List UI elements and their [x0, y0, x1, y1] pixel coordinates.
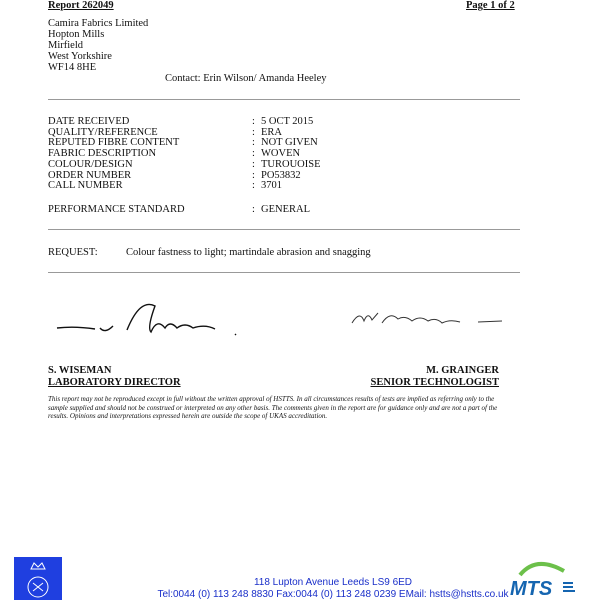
disclaimer: This report may not be reproduced except… [48, 395, 498, 421]
page-indicator: Page 1 of 2 [466, 0, 515, 11]
performance-standard: PERFORMANCE STANDARD : GENERAL [48, 204, 448, 215]
signature-grainger [351, 312, 503, 324]
address-line: Hopton Mills [48, 29, 105, 40]
divider [48, 99, 520, 100]
field-label: FABRIC DESCRIPTION [48, 148, 157, 160]
field-label: ORDER NUMBER [48, 169, 132, 181]
field-row: COLOUR/DESIGN: TUROUOISE [48, 159, 448, 170]
contact: Contact: Erin Wilson/ Amanda Heeley [165, 73, 327, 84]
address-line: Mirfield [48, 40, 83, 51]
divider [48, 272, 520, 273]
request-text: Colour fastness to light; martindale abr… [126, 247, 371, 258]
signatory-name: M. GRAINGER [426, 365, 499, 376]
field-label: CALL NUMBER [48, 180, 123, 192]
field-value: 3701 [261, 180, 282, 192]
field-value: WOVEN [261, 148, 301, 160]
field-label: QUALITY/REFERENCE [48, 126, 158, 138]
field-colon: : [252, 116, 255, 127]
field-label: REPUTED FIBRE CONTENT [48, 137, 180, 149]
report-number: Report 262049 [48, 0, 114, 11]
mts-logo-text: MTS [510, 578, 553, 600]
request-label: REQUEST: [48, 247, 98, 258]
field-colon: : [252, 158, 255, 170]
field-value: ERA [261, 126, 282, 138]
field-label: COLOUR/DESIGN [48, 158, 133, 170]
signature-wiseman [56, 303, 237, 336]
field-row: CALL NUMBER:3701 [48, 180, 448, 191]
field-colon: : [252, 126, 255, 138]
field-row: ORDER NUMBER: PO53832 [48, 170, 448, 181]
signatory-title: LABORATORY DIRECTOR [48, 377, 181, 388]
field-colon: : [252, 204, 255, 215]
field-row: DATE RECEIVED:5 OCT 2015 [48, 116, 448, 127]
signatory-name: S. WISEMAN [48, 365, 112, 376]
field-colon: : [252, 137, 255, 149]
field-row: QUALITY/REFERENCE: ERA [48, 127, 448, 138]
divider [48, 229, 520, 230]
crest-logo [14, 557, 62, 600]
address-line: Camira Fabrics Limited [48, 18, 149, 29]
footer-contact: Tel:0044 (0) 113 248 8830 Fax:0044 (0) 1… [157, 589, 509, 600]
field-value: NOT GIVEN [261, 137, 318, 149]
field-value: PO53832 [261, 169, 301, 181]
signatory-title: SENIOR TECHNOLOGIST [370, 377, 499, 388]
field-value: GENERAL [261, 204, 310, 215]
address-line: West Yorkshire [48, 51, 112, 62]
mts-logo: MTS [510, 562, 575, 600]
field-row: REPUTED FIBRE CONTENT: NOT GIVEN [48, 137, 448, 148]
field-value: 5 OCT 2015 [261, 116, 314, 127]
address-line: WF14 8HE [48, 62, 97, 73]
field-colon: : [252, 169, 255, 181]
field-value: TUROUOISE [261, 158, 321, 170]
field-label: DATE RECEIVED [48, 116, 130, 127]
field-colon: : [252, 148, 255, 160]
field-label: PERFORMANCE STANDARD [48, 204, 185, 215]
footer-address: 118 Lupton Avenue Leeds LS9 6ED [253, 577, 413, 588]
field-colon: : [252, 180, 255, 192]
field-row: FABRIC DESCRIPTION: WOVEN [48, 148, 448, 159]
